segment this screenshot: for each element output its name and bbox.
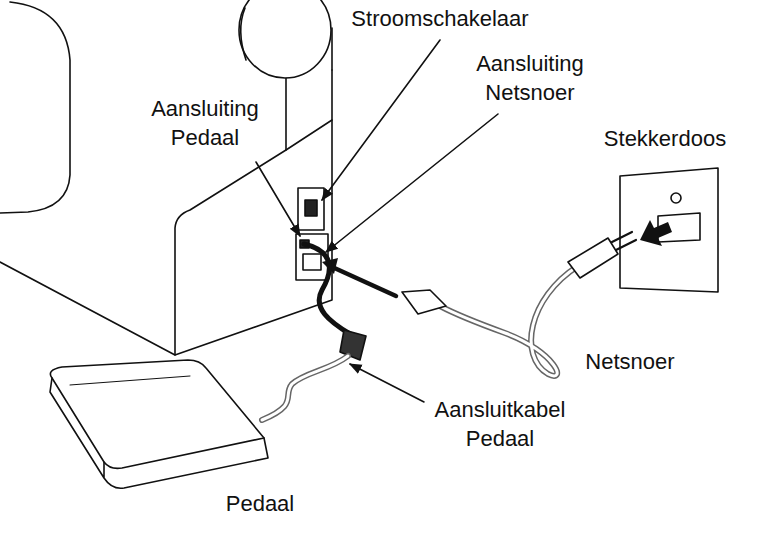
power-switch (305, 200, 317, 216)
part-label: Stroomschakelaar (340, 5, 540, 34)
part-label: Netsnoer (570, 348, 690, 377)
mains-connector (402, 290, 446, 314)
hand-wheel-rim (241, 8, 246, 60)
machine-body (0, 70, 332, 355)
plug-arrow (640, 220, 672, 246)
foot-pedal-top (50, 360, 264, 468)
socket-panel (296, 234, 328, 280)
part-label: Aansluitkabel Pedaal (410, 396, 590, 453)
leader-arrow (326, 114, 498, 252)
outlet-hole (671, 193, 681, 203)
pedal-edge (70, 376, 190, 385)
leader-arrow (350, 364, 424, 402)
mains-cord (440, 266, 578, 376)
leader-arrow (256, 162, 300, 236)
part-label: Aansluiting Netsnoer (450, 50, 610, 107)
power-socket (303, 254, 321, 270)
connector-arrow (330, 266, 396, 296)
plug-pins (612, 232, 636, 250)
wall-outlet (620, 168, 718, 292)
machine-arm (0, 2, 70, 213)
foot-pedal-side (50, 378, 268, 488)
wall-plug (568, 238, 618, 278)
switch-panel (298, 188, 324, 230)
machine-column (286, 120, 332, 150)
hand-wheel (239, 0, 331, 78)
part-label: Stekkerdoos (585, 125, 745, 154)
pedal-cable-black (304, 244, 350, 334)
part-label: Aansluiting Pedaal (130, 95, 280, 152)
leader-arrow (322, 40, 440, 200)
column-edge (331, 28, 333, 70)
part-label: Pedaal (210, 490, 310, 519)
pedal-cable (262, 356, 348, 420)
